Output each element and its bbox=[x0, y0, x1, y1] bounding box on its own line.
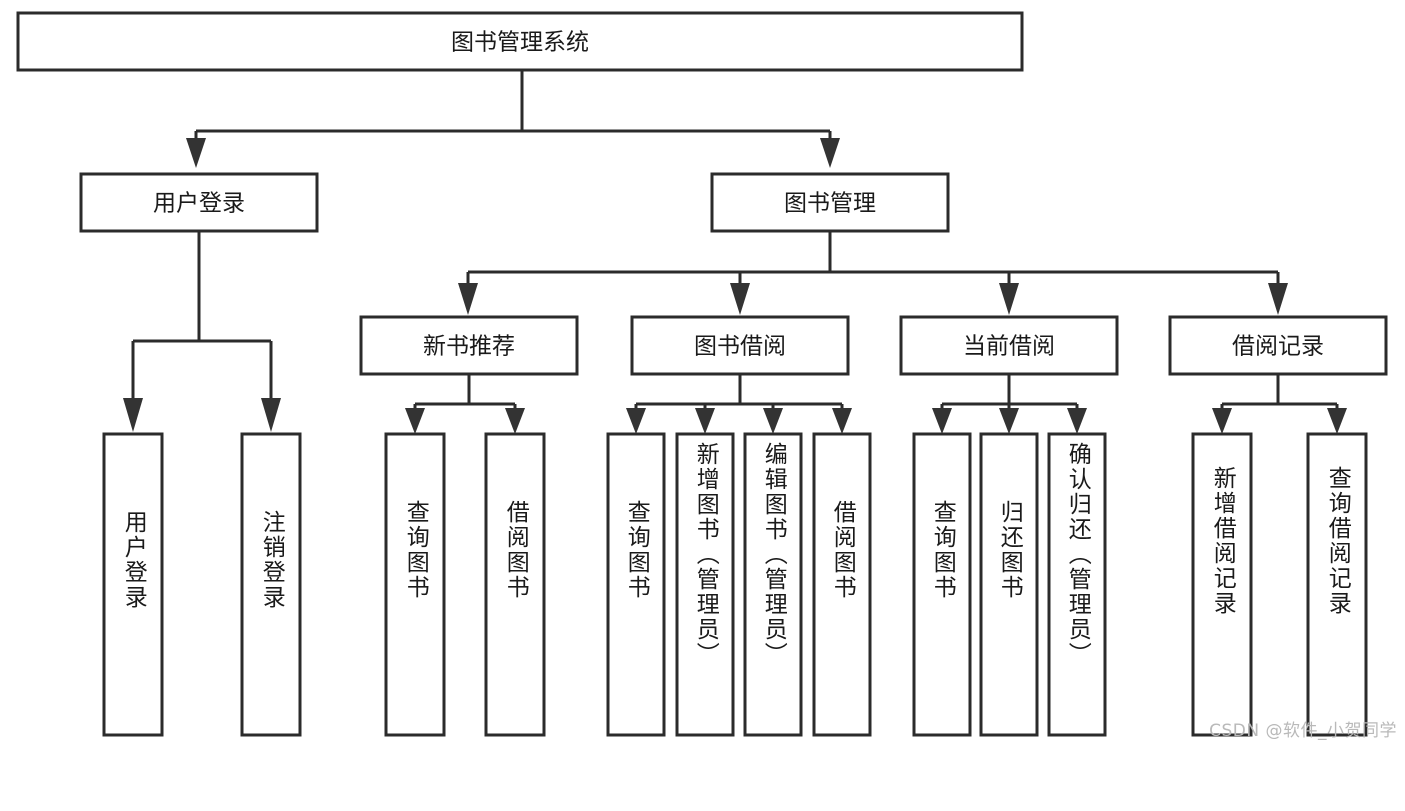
connector-layer bbox=[123, 70, 1347, 434]
node-root[interactable]: 图书管理系统 bbox=[16, 11, 1024, 72]
leaf-box-user-login[interactable] bbox=[102, 432, 164, 737]
leaf-boxes-layer bbox=[102, 432, 1368, 737]
arrow-to-book-manage bbox=[820, 138, 840, 168]
leaf-box-query-book-cb[interactable] bbox=[912, 432, 972, 737]
user-login-box-rect bbox=[79, 172, 319, 233]
tree-diagram-svg: 图书管理系统 用户登录 图书管理 新书推荐 图书借阅 当前借阅 借阅记录 bbox=[16, 11, 1388, 737]
node-book-borrow[interactable]: 图书借阅 bbox=[630, 315, 850, 376]
leaf-box-confirm-return[interactable] bbox=[1047, 432, 1107, 737]
current-borrow-box-label: 当前借阅 bbox=[963, 334, 1055, 360]
leaf-box-edit-book[interactable] bbox=[743, 432, 803, 737]
leaf-box-query-record[interactable] bbox=[1306, 432, 1368, 737]
arrow-bb-leaf-4 bbox=[832, 408, 852, 434]
leaf-box-borrow-book-nb[interactable] bbox=[484, 432, 546, 737]
book-borrow-box-label: 图书借阅 bbox=[694, 334, 786, 360]
arrow-newbook-leaf-2 bbox=[505, 408, 525, 434]
node-current-borrow[interactable]: 当前借阅 bbox=[899, 315, 1119, 376]
arrow-to-user-login bbox=[186, 138, 206, 168]
root-box-rect bbox=[16, 11, 1024, 72]
arrow-leaf-user-login bbox=[123, 398, 143, 432]
leaf-box-logout[interactable] bbox=[240, 432, 302, 737]
new-book-recommend-box-rect bbox=[359, 315, 579, 376]
leaf-box-query-book-nb[interactable] bbox=[384, 432, 446, 737]
node-user-login[interactable]: 用户登录 bbox=[79, 172, 319, 233]
leaf-box-return-book[interactable] bbox=[979, 432, 1039, 737]
user-login-box-label: 用户登录 bbox=[153, 191, 245, 217]
arrow-cb-leaf-2 bbox=[999, 408, 1019, 434]
arrow-newbook-leaf-1 bbox=[405, 408, 425, 434]
leaf-box-add-book[interactable] bbox=[675, 432, 735, 737]
arrow-bb-leaf-1 bbox=[626, 408, 646, 434]
node-new-book-recommend[interactable]: 新书推荐 bbox=[359, 315, 579, 376]
arrow-br-leaf-2 bbox=[1327, 408, 1347, 434]
arrow-to-borrow-record bbox=[1268, 283, 1288, 315]
arrow-to-book-borrow bbox=[730, 283, 750, 315]
borrow-record-box-label: 借阅记录 bbox=[1232, 334, 1324, 360]
arrow-cb-leaf-3 bbox=[1067, 408, 1087, 434]
book-manage-box-rect bbox=[710, 172, 950, 233]
arrow-bb-leaf-3 bbox=[763, 408, 783, 434]
arrow-to-new-book bbox=[458, 283, 478, 315]
arrow-to-current-borrow bbox=[999, 283, 1019, 315]
book-manage-box-label: 图书管理 bbox=[784, 191, 876, 217]
diagram-canvas: 图书管理系统 用户登录 图书管理 新书推荐 图书借阅 当前借阅 借阅记录 bbox=[16, 11, 1397, 741]
new-book-recommend-box-label: 新书推荐 bbox=[423, 334, 515, 360]
book-borrow-box-rect bbox=[630, 315, 850, 376]
leaf-box-query-book-bb[interactable] bbox=[606, 432, 666, 737]
borrow-record-box-rect bbox=[1168, 315, 1388, 376]
arrow-cb-leaf-1 bbox=[932, 408, 952, 434]
arrow-br-leaf-1 bbox=[1212, 408, 1232, 434]
csdn-watermark: CSDN @软件_小贺同学 bbox=[1209, 721, 1397, 741]
current-borrow-box-rect bbox=[899, 315, 1119, 376]
node-book-manage[interactable]: 图书管理 bbox=[710, 172, 950, 233]
leaf-box-borrow-book-bb[interactable] bbox=[812, 432, 872, 737]
root-box-label: 图书管理系统 bbox=[451, 30, 589, 56]
arrow-leaf-logout bbox=[261, 398, 281, 432]
node-borrow-record[interactable]: 借阅记录 bbox=[1168, 315, 1388, 376]
leaf-box-add-record[interactable] bbox=[1191, 432, 1253, 737]
arrow-bb-leaf-2 bbox=[695, 408, 715, 434]
